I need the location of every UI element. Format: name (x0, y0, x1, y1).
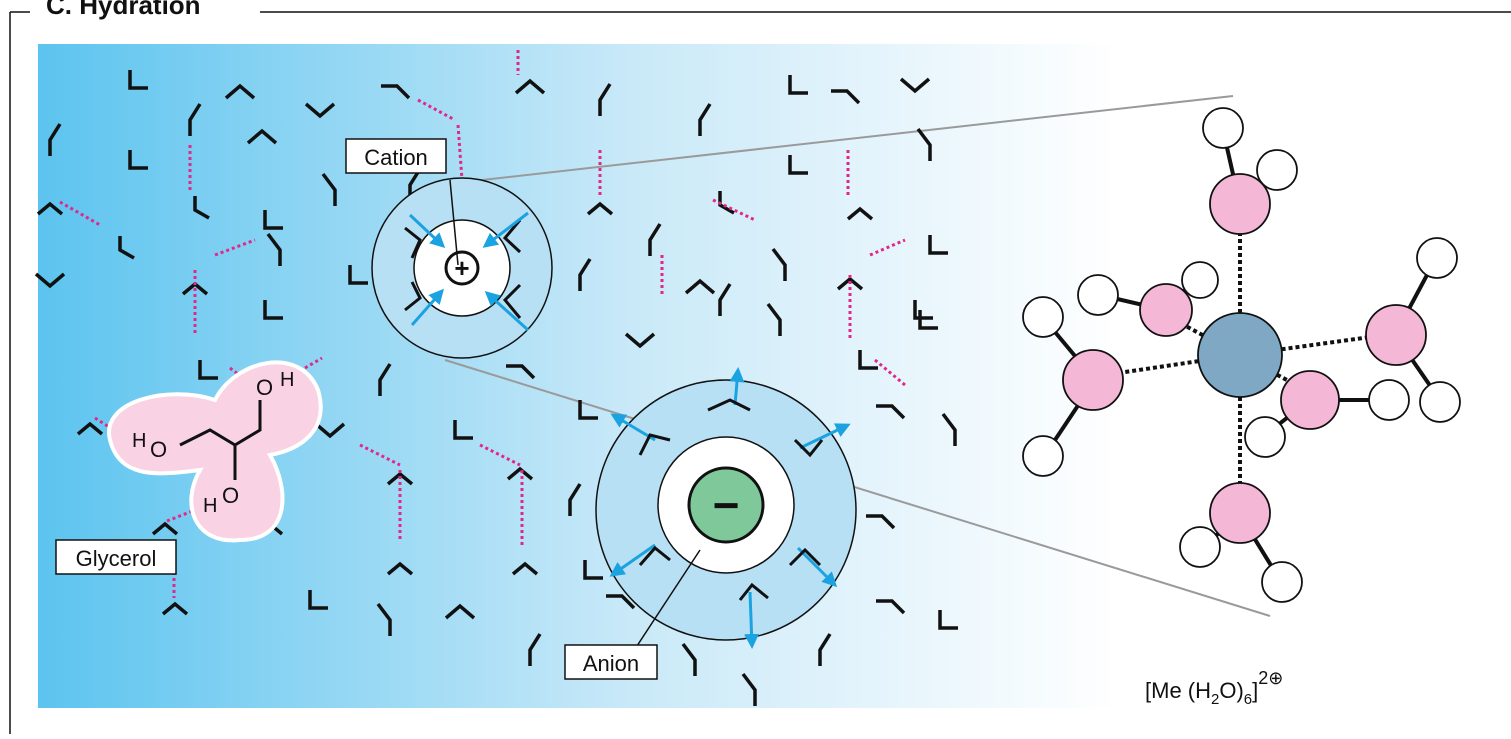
water-molecule (378, 363, 392, 396)
water-molecule (698, 103, 712, 136)
water-molecule (511, 561, 539, 576)
glycerol-halo (107, 360, 323, 543)
cation-label: Cation (345, 138, 447, 174)
water-molecule (128, 150, 148, 170)
glycerol-o3: O (222, 483, 239, 508)
section-title: C. Hydration (38, 0, 209, 20)
water-molecule (381, 84, 411, 100)
water-molecule (846, 206, 874, 221)
svg-text:Anion: Anion (583, 651, 639, 676)
figure-frame (9, 11, 1511, 734)
water-molecule (578, 400, 598, 420)
water-background (38, 44, 1118, 708)
water-molecule (386, 471, 414, 486)
water-molecule (568, 483, 582, 516)
water-molecule (151, 521, 179, 536)
water-molecule (741, 672, 757, 706)
water-molecule (36, 201, 64, 216)
water-molecule (386, 561, 414, 576)
water-molecule (304, 102, 336, 119)
water-molecule (453, 420, 473, 440)
water-molecule (263, 300, 283, 320)
water-molecule (684, 278, 716, 295)
water-molecule (788, 155, 808, 175)
water-molecule (128, 70, 148, 90)
water-molecule (606, 594, 636, 610)
water-molecule (266, 232, 282, 266)
water-molecule (348, 265, 368, 285)
glycerol-h1: H (280, 369, 294, 391)
water-molecule (188, 103, 202, 136)
water-molecule (246, 128, 278, 145)
water-molecule (528, 633, 542, 666)
water-molecule (858, 350, 878, 370)
water-molecule (648, 223, 662, 256)
zoom-line-bottom (444, 359, 1271, 617)
water-molecule (76, 421, 104, 436)
water-molecule (928, 235, 948, 255)
water-molecule (899, 77, 931, 94)
glycerol-label: Glycerol (55, 539, 177, 575)
glycerol-h3: H (203, 495, 217, 517)
anion-shell: − (595, 367, 857, 653)
glycerol-h2: H (132, 430, 146, 452)
water-molecule (766, 302, 782, 336)
water-molecule (938, 610, 958, 630)
complex-formula: [Me (H2O)6]2⊕ (1145, 668, 1283, 708)
zoom-line-top (454, 95, 1234, 184)
water-molecule (161, 601, 189, 616)
water-molecule (941, 412, 957, 446)
hexaaqua-complex (1022, 107, 1461, 603)
water-molecule (913, 300, 933, 320)
water-molecule (198, 360, 218, 380)
water-molecule (718, 283, 732, 316)
water-molecule (876, 599, 906, 615)
glycerol-molecule: O H H O H O (107, 360, 323, 543)
water-molecule (314, 422, 346, 439)
water-molecule (771, 247, 787, 281)
water-molecule (583, 560, 603, 580)
water-molecule (916, 127, 932, 161)
cation-shell: + (371, 177, 553, 359)
anion-label: Anion (564, 644, 658, 680)
water-molecule (866, 514, 896, 530)
water-molecule (918, 310, 938, 330)
water-molecule (506, 364, 536, 380)
water-molecule (818, 633, 832, 666)
cation-core (444, 250, 480, 286)
water-molecule (34, 272, 66, 289)
water-molecule (224, 83, 256, 100)
water-molecule (578, 258, 592, 291)
water-molecule (118, 236, 135, 260)
water-molecule (263, 210, 283, 230)
glycerol-o2: O (150, 437, 167, 462)
water-molecule (321, 172, 337, 206)
water-molecule (836, 276, 864, 291)
water-molecule (624, 332, 656, 349)
glycerol-o1: O (256, 375, 273, 400)
water-molecule (831, 89, 861, 105)
water-molecule (514, 78, 546, 95)
water-molecule (598, 83, 612, 116)
water-molecule (506, 466, 534, 481)
svg-text:Glycerol: Glycerol (76, 546, 157, 571)
metal-ion (1197, 312, 1283, 398)
water-molecule (876, 404, 906, 420)
water-molecule (788, 75, 808, 95)
svg-text:Cation: Cation (364, 145, 428, 170)
water-molecule (444, 603, 476, 620)
water-molecule (48, 123, 62, 156)
water-molecule (718, 191, 735, 215)
water-molecule (376, 602, 392, 636)
water-molecule (586, 201, 614, 216)
anion-charge: − (713, 479, 740, 531)
glycerol-skeleton (179, 400, 262, 480)
water-molecule (193, 196, 210, 220)
water-molecule (308, 590, 328, 610)
anion-core (687, 466, 765, 544)
water-molecule (681, 642, 697, 676)
